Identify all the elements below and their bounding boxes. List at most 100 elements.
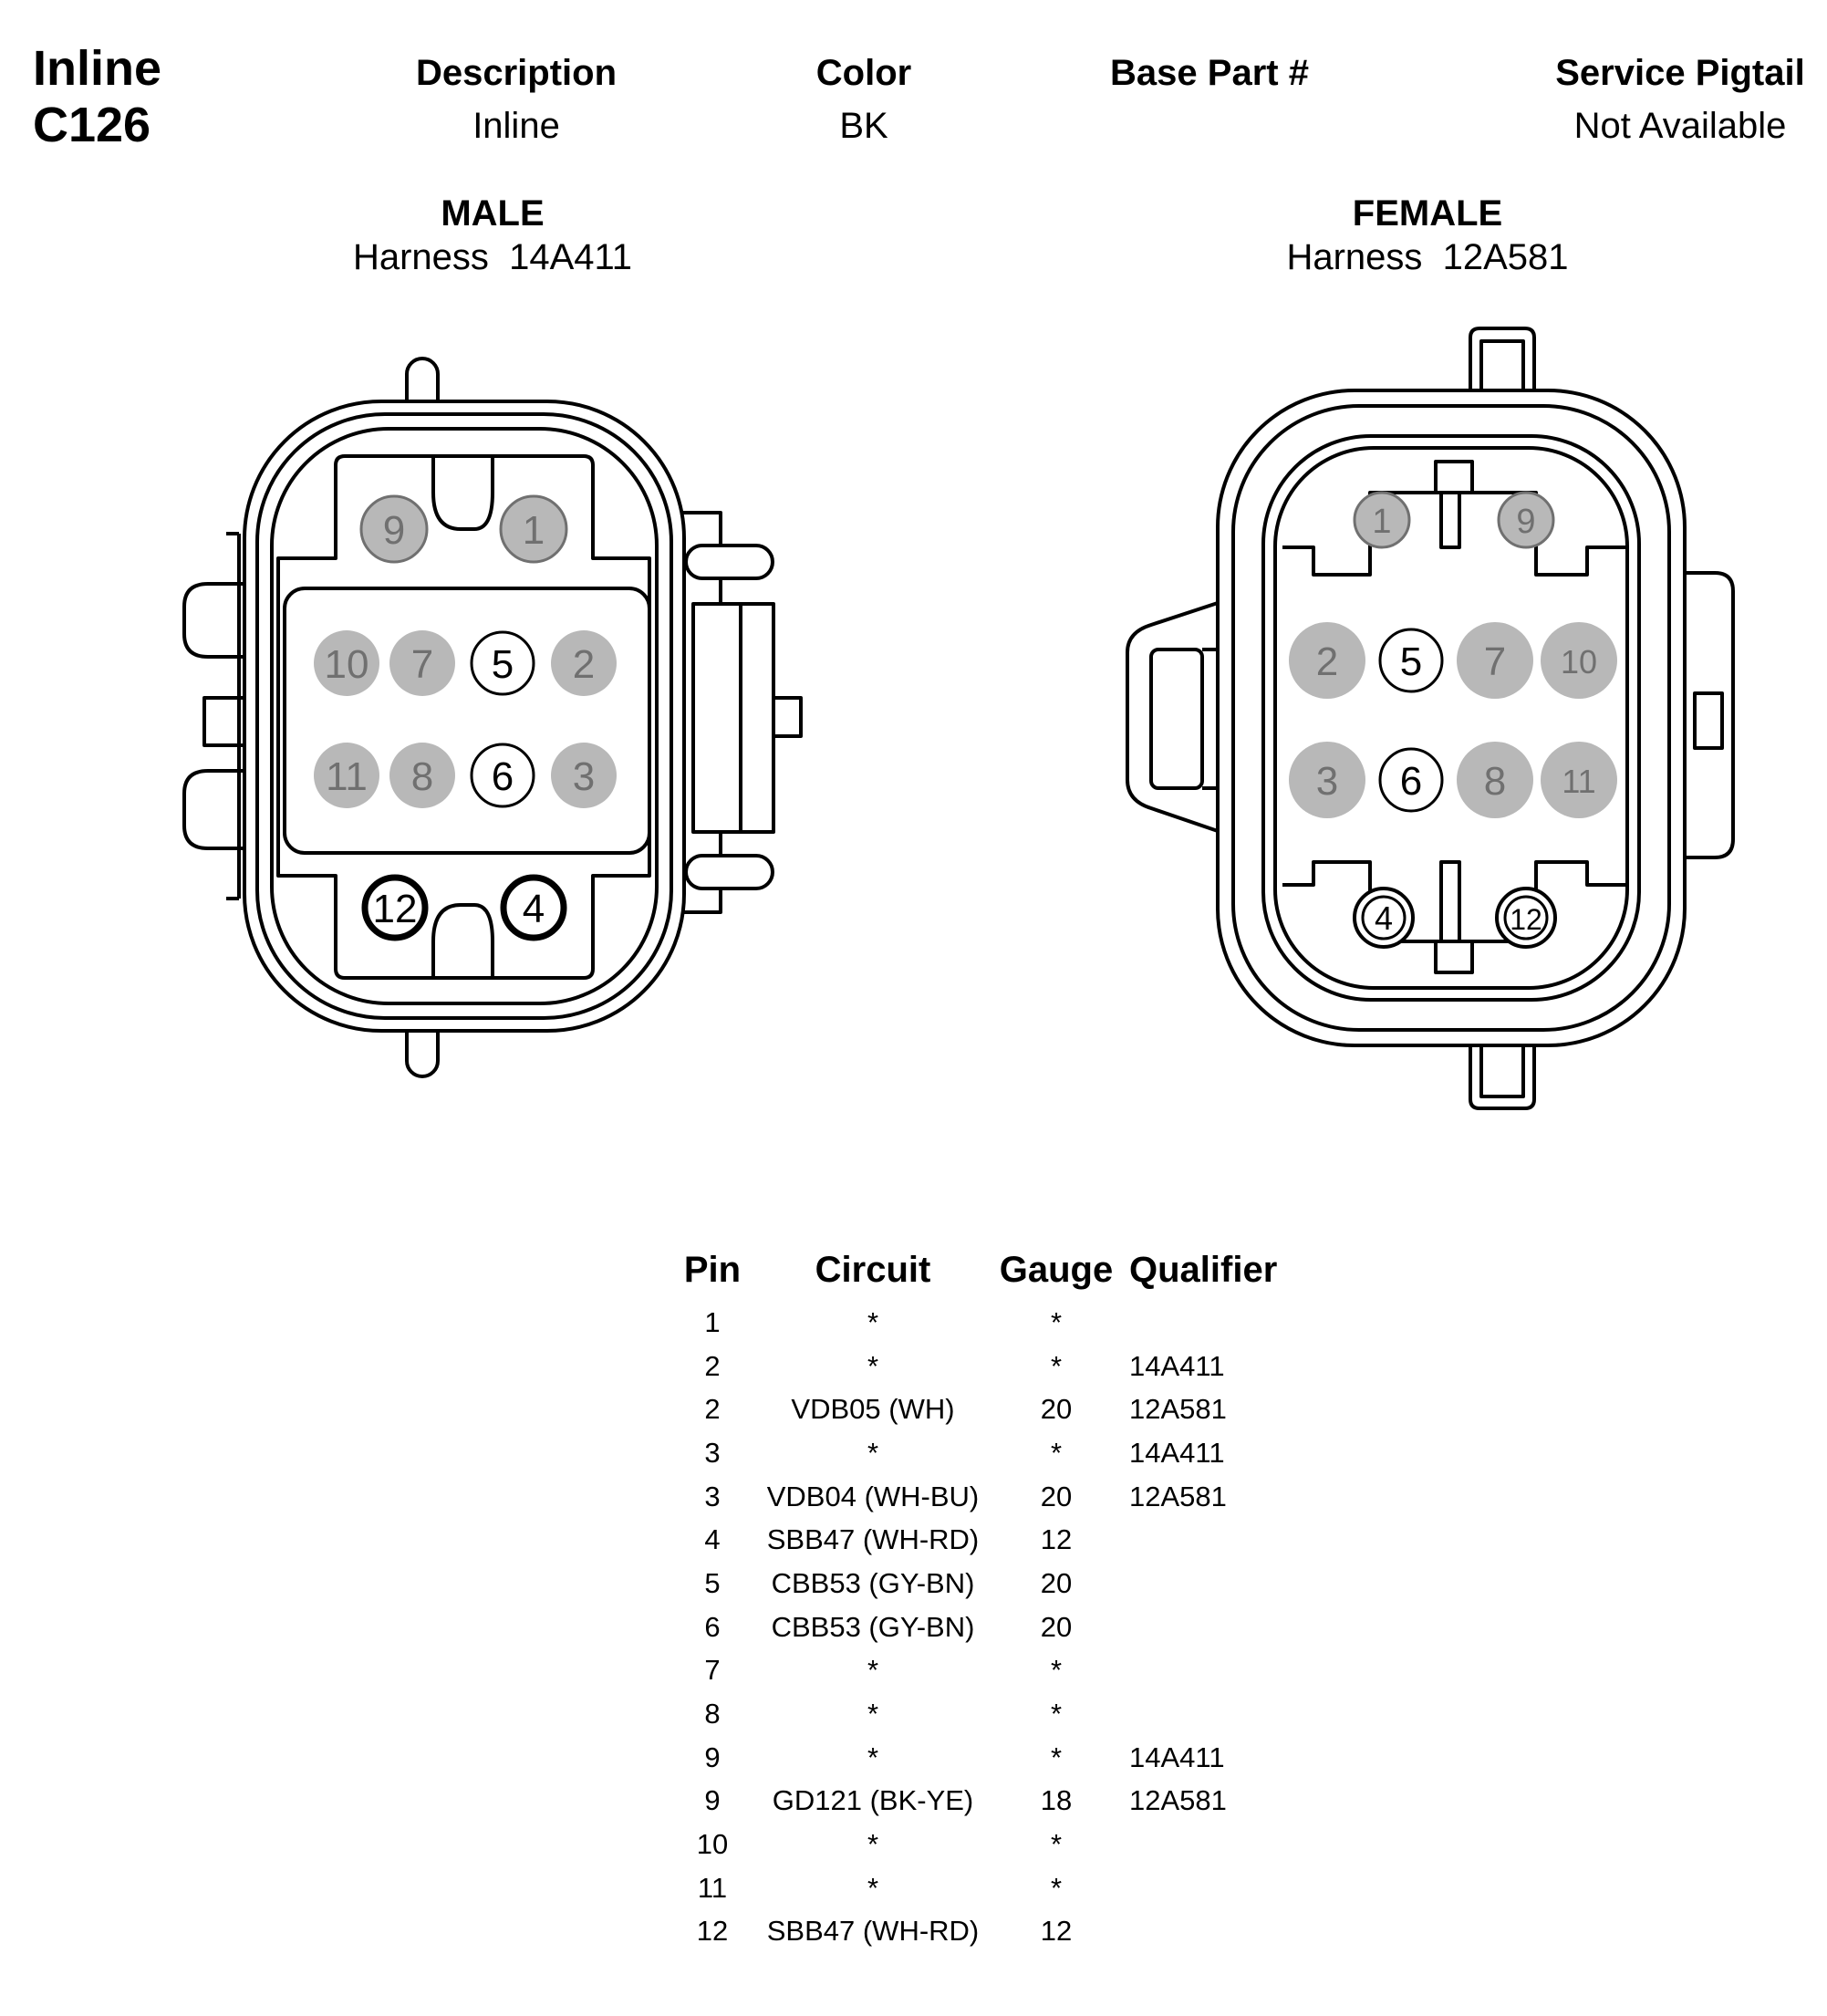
circuit-cell: * [867, 1698, 879, 1730]
female-connector-body [1126, 327, 1735, 1110]
female-pin-8: 8 [1457, 742, 1533, 818]
svg-text:2: 2 [573, 642, 595, 687]
pin-cell: 1 [704, 1305, 721, 1338]
female-pin-11: 11 [1541, 742, 1617, 818]
pin-cell: 10 [696, 1828, 729, 1861]
female-pin-3: 3 [1289, 742, 1365, 818]
svg-text:12: 12 [373, 887, 418, 931]
female-pin-2: 2 [1289, 622, 1365, 699]
service-pigtail-value: Not Available [1573, 106, 1787, 146]
male-pin-12: 12 [361, 874, 429, 941]
gauge-cell: * [1050, 1436, 1063, 1469]
circuit-cell: * [867, 1436, 879, 1469]
qualifier-cell [1116, 1301, 1312, 1345]
qualifier-cell [1116, 1692, 1312, 1736]
circuit-cell: SBB47 (WH-RD) [766, 1915, 980, 1948]
male-pin-6: 6 [470, 743, 535, 808]
gauge-cell: * [1050, 1828, 1063, 1861]
male-harness: Harness 14A411 [352, 237, 633, 277]
svg-text:6: 6 [1400, 759, 1422, 804]
header-gauge: Gauge [999, 1250, 1114, 1290]
male-pin-7: 7 [389, 630, 455, 696]
female-pin-5: 5 [1378, 628, 1444, 693]
female-pin-7: 7 [1457, 622, 1533, 699]
table-row: 9**14A411 [675, 1736, 1312, 1780]
table-row: 7** [675, 1649, 1312, 1693]
circuit-cell: * [867, 1828, 879, 1861]
qualifier-cell [1116, 1606, 1312, 1649]
gauge-cell: 18 [1040, 1784, 1073, 1817]
gauge-cell: * [1050, 1871, 1063, 1904]
svg-text:4: 4 [523, 887, 545, 931]
header-circuit: Circuit [815, 1250, 931, 1290]
circuit-cell: VDB04 (WH-BU) [766, 1480, 980, 1512]
pin-cell: 12 [696, 1915, 729, 1948]
svg-text:8: 8 [1484, 759, 1506, 804]
male-label: MALE [441, 193, 545, 234]
male-pin-2: 2 [551, 630, 617, 696]
qualifier-cell: 12A581 [1129, 1784, 1227, 1817]
pin-cell: 7 [704, 1654, 721, 1687]
svg-text:5: 5 [492, 642, 514, 687]
table-row: 11** [675, 1866, 1312, 1910]
pin-cell: 3 [704, 1480, 721, 1512]
female-label: FEMALE [1352, 193, 1503, 234]
svg-text:10: 10 [1561, 643, 1597, 681]
circuit-cell: * [867, 1349, 879, 1382]
gauge-cell: 20 [1040, 1480, 1073, 1512]
female-pin-9: 9 [1497, 491, 1555, 549]
circuit-cell: * [867, 1305, 879, 1338]
male-pin-5: 5 [470, 630, 535, 696]
gauge-cell: 20 [1040, 1566, 1073, 1599]
svg-text:3: 3 [1316, 759, 1338, 804]
svg-text:6: 6 [492, 754, 514, 799]
female-harness: Harness 12A581 [1286, 237, 1569, 277]
gauge-cell: * [1050, 1741, 1063, 1773]
pin-cell: 5 [704, 1566, 721, 1599]
circuit-cell: GD121 (BK-YE) [772, 1784, 974, 1817]
svg-text:2: 2 [1316, 639, 1338, 684]
pin-cell: 2 [704, 1349, 721, 1382]
description-value: Inline [472, 106, 560, 146]
svg-text:5: 5 [1400, 639, 1422, 684]
pin-cell: 3 [704, 1436, 721, 1469]
gauge-cell: 20 [1040, 1610, 1073, 1643]
gauge-cell: * [1050, 1305, 1063, 1338]
pin-cell: 9 [704, 1741, 721, 1773]
pin-cell: 8 [704, 1698, 721, 1730]
gauge-cell: * [1050, 1698, 1063, 1730]
description-label: Description [415, 53, 618, 93]
male-pin-8: 8 [389, 743, 455, 808]
pin-cell: 11 [697, 1871, 728, 1904]
svg-text:1: 1 [1372, 503, 1391, 541]
service-pigtail-column: Service Pigtail Not Available [1489, 55, 1827, 144]
female-pin-10: 10 [1541, 622, 1617, 699]
svg-text:10: 10 [325, 642, 369, 687]
male-pin-1: 1 [499, 494, 568, 564]
circuit-cell: * [867, 1654, 879, 1687]
male-pin-9: 9 [359, 494, 429, 564]
female-pin-layout: 1 9 2 5 7 10 3 6 8 11 4 12 [1289, 491, 1617, 949]
qualifier-cell: 12A581 [1129, 1393, 1227, 1426]
table-row: 1 * * [675, 1301, 1312, 1345]
table-row: 8 * * [675, 1692, 1312, 1736]
qualifier-cell: 12A581 [1129, 1480, 1227, 1512]
service-pigtail-label: Service Pigtail [1555, 53, 1805, 93]
svg-text:9: 9 [383, 508, 405, 553]
male-connector-body [182, 357, 803, 1078]
qualifier-cell [1116, 1562, 1312, 1606]
color-value: BK [839, 106, 888, 146]
male-pin-4: 4 [500, 874, 567, 941]
connector-type-title: Inline [33, 41, 162, 96]
gauge-cell: 12 [1040, 1523, 1073, 1556]
male-pin-10: 10 [314, 630, 379, 696]
male-pin-layout: 9 1 10 7 5 2 11 8 6 3 12 4 [314, 494, 617, 941]
color-label: Color [815, 53, 912, 93]
svg-text:9: 9 [1516, 503, 1535, 541]
svg-text:3: 3 [573, 754, 595, 799]
circuit-cell: VDB05 (WH) [791, 1393, 955, 1426]
gauge-cell: * [1050, 1349, 1063, 1382]
